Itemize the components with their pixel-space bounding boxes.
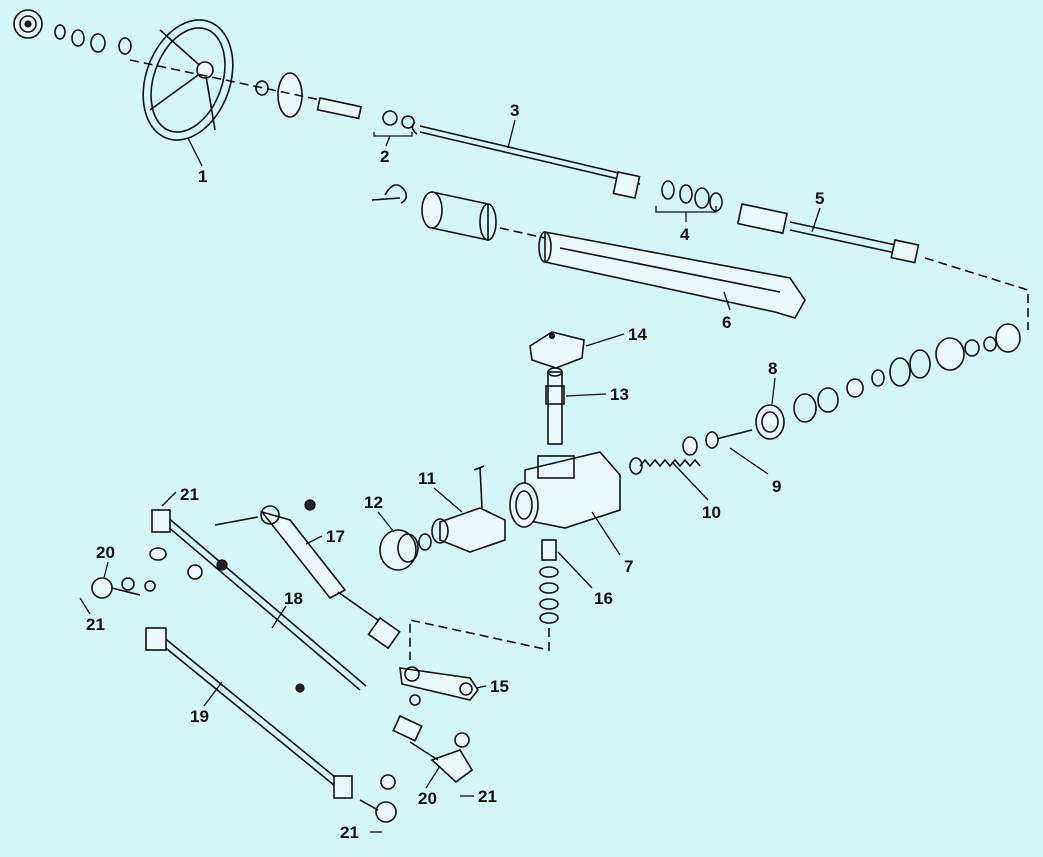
callout-11: 11 [418,469,436,488]
bracket-4 [655,206,717,213]
steering-shaft [411,121,641,185]
callout-15: 15 [490,677,509,696]
sector-seals [539,539,559,624]
horn-small-parts [54,24,132,55]
tie-rod-end-bottom [359,774,397,823]
leader-21a [161,491,177,507]
callout-10: 10 [702,503,721,522]
drag-link [151,509,367,691]
gear-housing [509,451,621,529]
leader-11 [433,487,463,513]
leader-8 [771,377,776,405]
horn-button-group [13,9,43,39]
leader-1 [187,137,203,167]
leader-18 [271,605,287,629]
leader-12 [377,511,395,533]
rack-piston [431,465,506,553]
callout-5: 5 [815,189,824,208]
upper-shaft-parts [316,97,415,129]
leader-15 [475,685,487,689]
leader-7 [591,511,621,556]
valve-stub [705,429,753,449]
callout-14: 14 [628,325,647,344]
intermediate-shaft [736,203,920,264]
callout-3: 3 [510,101,519,120]
column-jacket [538,231,806,319]
callout-21b: 21 [86,615,105,634]
link-small-parts [149,547,423,742]
gear-end-parts-row [793,323,1021,423]
sleeve-axis-line [499,227,546,239]
bracket-2 [373,132,413,137]
leader-5 [811,207,821,233]
leader-10 [671,461,709,501]
callout-21d: 21 [340,823,359,842]
callout-19: 19 [190,707,209,726]
leader-17 [305,535,323,545]
lower-axis-line [924,257,1029,330]
leader-13 [565,393,607,397]
callout-18: 18 [284,589,303,608]
leader-20b [425,765,441,789]
adjuster-plug [755,404,785,440]
callout-20a: 20 [96,543,115,562]
tie-rod-end-right [409,732,474,784]
column-axis-line [129,59,331,103]
column-sleeve [421,191,497,241]
callout-1: 1 [198,167,207,186]
leader-9 [729,447,769,475]
sector-shaft [545,367,565,445]
end-plug [379,529,432,571]
tie-rod-end-left [91,577,156,599]
callout-13: 13 [610,385,629,404]
pitman-arm [399,666,479,701]
coupling-parts [612,171,723,212]
side-cover [529,331,585,369]
steering-damper [214,499,401,650]
leader-19 [203,681,223,707]
callout-9: 9 [772,477,781,496]
pitman-axis-line [409,619,550,660]
callout-21a: 21 [180,485,199,504]
callout-17: 17 [326,527,345,546]
callout-2: 2 [380,147,389,166]
column-jacket-bracket [371,184,408,204]
worm-shaft [629,436,701,475]
callout-4: 4 [680,225,690,244]
column-cover-cup [255,72,303,118]
callout-8: 8 [768,359,777,378]
leader-6 [723,291,731,311]
leader-14 [585,333,625,347]
callout-12: 12 [364,493,383,512]
callout-16: 16 [594,589,613,608]
tie-rod [145,627,353,799]
leader-16 [557,551,593,589]
steering-wheel [142,19,234,141]
callout-7: 7 [624,557,633,576]
leader-3 [507,119,516,149]
leader-2 [385,135,391,147]
callout-20b: 20 [418,789,437,808]
leader-20a [103,561,109,579]
callout-6: 6 [722,313,731,332]
callout-21c: 21 [478,787,497,806]
leader-21b [79,597,91,615]
